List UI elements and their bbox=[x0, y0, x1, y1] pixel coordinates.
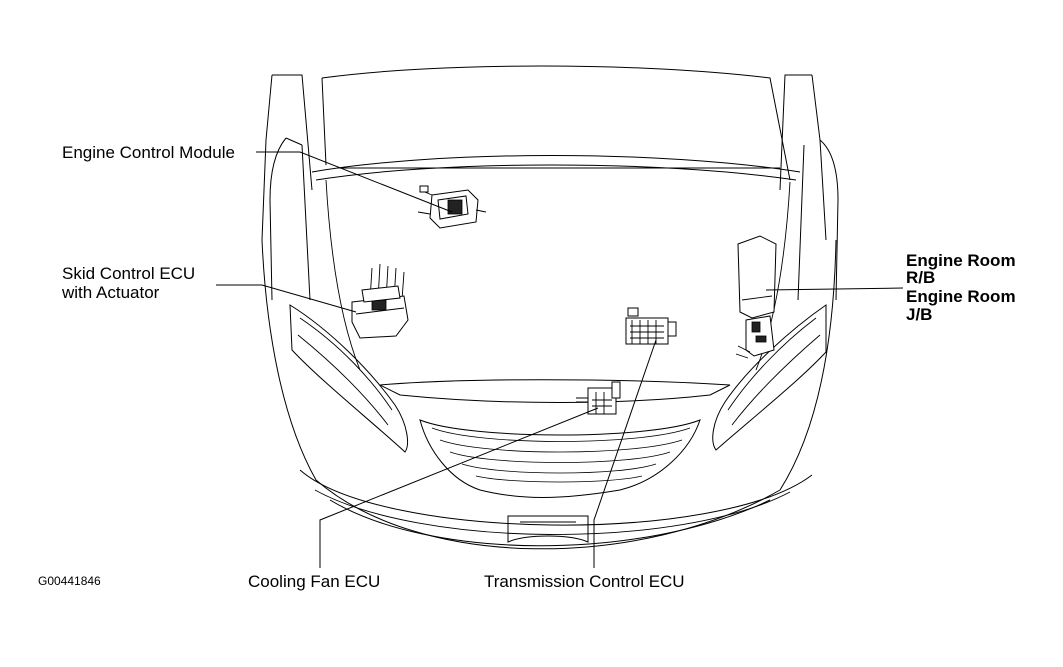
label-engine-room-jb-line1: Engine Room bbox=[906, 287, 1016, 306]
label-skid-control-ecu-line1: Skid Control ECU bbox=[62, 264, 195, 283]
label-skid-control-ecu-line2: with Actuator bbox=[61, 283, 160, 302]
figure-code: G00441846 bbox=[38, 574, 101, 588]
transmission-control-ecu-component bbox=[625, 307, 677, 345]
cooling-fan-ecu-component bbox=[576, 381, 621, 415]
skid-control-ecu-component bbox=[351, 263, 409, 339]
leader-lines bbox=[216, 151, 904, 568]
front-grille bbox=[419, 419, 701, 543]
label-engine-room-rb-line2: R/B bbox=[906, 268, 935, 287]
label-engine-room-rb-line1: Engine Room bbox=[906, 251, 1016, 270]
car-body-outline bbox=[261, 65, 839, 550]
engine-control-module-component bbox=[417, 185, 487, 229]
label-transmission-control-ecu: Transmission Control ECU bbox=[484, 572, 685, 591]
label-cooling-fan-ecu: Cooling Fan ECU bbox=[248, 572, 380, 591]
engine-room-relay-block-component bbox=[735, 235, 777, 359]
headlight-left bbox=[289, 304, 408, 453]
label-engine-room-jb-line2: J/B bbox=[906, 305, 932, 324]
label-engine-control-module: Engine Control Module bbox=[62, 143, 235, 162]
